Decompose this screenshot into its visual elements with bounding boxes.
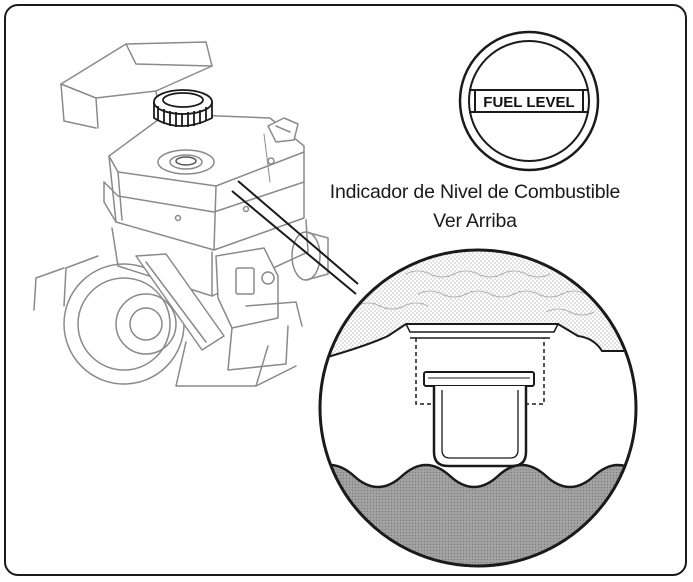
- caption-line-1: Indicador de Nivel de Combustible: [329, 181, 621, 203]
- caption-line-2: Ver Arriba: [433, 210, 517, 232]
- fuel-cap: [153, 89, 213, 127]
- fuel-gauge-caption: Indicador de Nivel de Combustible Ver Ar…: [302, 178, 648, 236]
- engine-illustration: FUEL LEVEL: [33, 30, 638, 568]
- illustration-frame: FUEL LEVEL Indicador de Nivel de Combust…: [4, 4, 687, 576]
- fuel-level-gauge-badge: FUEL LEVEL: [458, 30, 600, 172]
- engine-body: [33, 41, 329, 387]
- magnifier-callout-lines: [231, 180, 359, 295]
- fuel-level-label: FUEL LEVEL: [483, 94, 574, 111]
- magnified-fuel-gauge-view: [318, 248, 638, 568]
